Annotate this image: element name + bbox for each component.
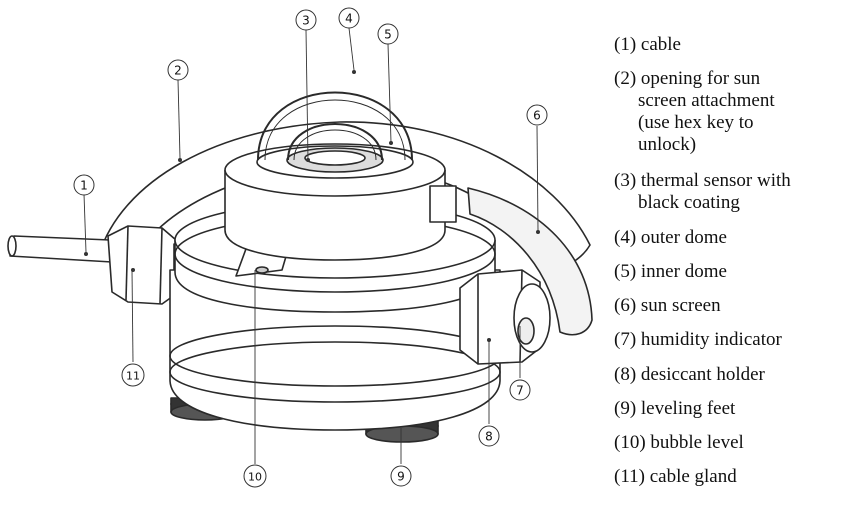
legend-item-1: (1) cable: [614, 34, 854, 56]
legend-continuation: (use hex key to: [638, 112, 754, 133]
legend-text: cable gland: [649, 466, 737, 487]
legend-text: cable: [640, 34, 681, 55]
svg-text:6: 6: [533, 109, 541, 123]
legend-number: (4): [614, 227, 637, 248]
callout-7: 7: [509, 379, 531, 401]
callout-8: 8: [478, 425, 500, 447]
legend-text: opening for sun: [640, 68, 761, 89]
legend-number: (5): [614, 261, 637, 282]
callout-9: 9: [390, 465, 412, 487]
callout-1: 1: [73, 174, 95, 196]
legend-number: (10): [614, 432, 646, 453]
callout-6: 6: [526, 104, 548, 126]
thermal-sensor: [286, 147, 384, 173]
legend-text: sun screen: [640, 295, 721, 316]
legend-item-9: (9) leveling feet: [614, 398, 854, 420]
legend-item-11: (11) cable gland: [614, 466, 854, 488]
legend-number: (9): [614, 398, 637, 419]
legend-text: bubble level: [650, 432, 744, 453]
svg-text:7: 7: [516, 384, 524, 398]
outer-dome: [257, 91, 413, 161]
svg-text:1: 1: [80, 179, 88, 193]
latch: [429, 185, 457, 223]
inner-dome: [287, 123, 383, 161]
callout-10: 10: [243, 464, 267, 488]
legend-text: leveling feet: [640, 398, 736, 419]
legend-item-3: (3) thermal sensor with black coating: [614, 170, 854, 214]
leader-lines: [83, 27, 539, 464]
svg-text:10: 10: [248, 471, 262, 484]
legend-item-10: (10) bubble level: [614, 432, 854, 454]
legend-continuation: screen attachment: [638, 90, 775, 111]
legend-item-5: (5) inner dome: [614, 261, 854, 283]
svg-text:2: 2: [174, 64, 182, 78]
legend-item-8: (8) desiccant holder: [614, 364, 854, 386]
legend-text: inner dome: [640, 261, 727, 282]
callout-5: 5: [377, 23, 399, 45]
callout-2: 2: [167, 59, 189, 81]
legend-number: (1): [614, 34, 637, 55]
svg-text:3: 3: [302, 14, 310, 28]
callout-markers: 1 2 3 4 5 6 7 8 9 10 11: [73, 7, 548, 488]
legend-item-4: (4) outer dome: [614, 227, 854, 249]
legend-continuation: black coating: [638, 192, 740, 213]
svg-text:11: 11: [126, 370, 140, 383]
legend-text: thermal sensor with: [640, 170, 791, 191]
legend-number: (8): [614, 364, 637, 385]
legend-number: (11): [614, 466, 645, 487]
svg-text:8: 8: [485, 430, 493, 444]
legend-text: outer dome: [640, 227, 727, 248]
legend-text: humidity indicator: [640, 329, 782, 350]
legend-item-7: (7) humidity indicator: [614, 329, 854, 351]
cable: [7, 235, 113, 263]
svg-text:5: 5: [384, 28, 392, 42]
callout-3: 3: [295, 9, 317, 31]
callout-11: 11: [121, 363, 145, 387]
callout-4: 4: [338, 7, 360, 29]
legend-number: (6): [614, 295, 637, 316]
legend-number: (3): [614, 170, 637, 191]
legend-continuation: unlock): [638, 134, 697, 155]
legend-item-6: (6) sun screen: [614, 295, 854, 317]
legend-text: desiccant holder: [640, 364, 765, 385]
svg-text:4: 4: [345, 12, 353, 26]
svg-text:9: 9: [397, 470, 405, 484]
leader-dots: [84, 70, 540, 342]
legend-number: (7): [614, 329, 637, 350]
legend-number: (2): [614, 68, 637, 89]
desiccant-holder: [459, 269, 551, 365]
legend-item-2: (2) opening for sun screen attachment (u…: [614, 68, 854, 156]
